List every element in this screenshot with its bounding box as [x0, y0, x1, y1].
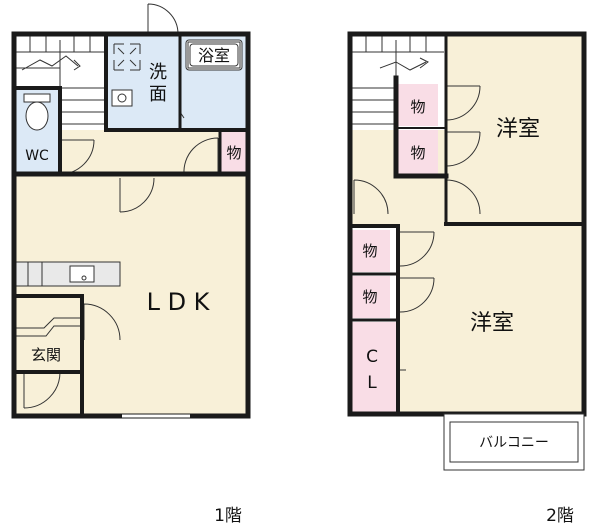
storage-2f-1-label: 物 [410, 98, 425, 116]
bathtub-icon [185, 39, 243, 71]
door-swings-1f [23, 3, 219, 409]
ldk-label: L D K [147, 288, 211, 316]
toilet-icon [23, 93, 51, 131]
storage-2f-4 [350, 276, 390, 318]
basin-icon [111, 89, 133, 107]
storage-2f-4-label: 物 [362, 288, 377, 306]
walls-1f [11, 31, 251, 419]
balcony [443, 413, 585, 471]
wash-label-line2: 面 [149, 84, 167, 105]
storage-1f-label: 物 [226, 144, 241, 162]
wash-label-line1: 洗 [149, 62, 167, 83]
storage-2f-2-label: 物 [410, 144, 425, 162]
western-room-top-label: 洋室 [496, 117, 540, 142]
western-room-bottom-label: 洋室 [470, 311, 514, 336]
storage-1f [220, 130, 248, 174]
bath-label-box [187, 41, 241, 69]
wc-label: WC [25, 148, 49, 164]
floor-2-plan: 洋室 洋室 物 物 物 物 C L バルコニー 2階 [347, 31, 587, 526]
storage-2f-3 [350, 230, 390, 272]
floor-1-plan: 洗 面 浴室 WC 物 L D K 玄関 1階 [11, 3, 251, 526]
closet-label-line2: L [367, 373, 377, 393]
western-room-bottom [398, 226, 584, 414]
windows-1f [122, 413, 190, 419]
western-room-top [446, 34, 584, 224]
balcony-label: バルコニー [479, 435, 549, 451]
bath-label: 浴室 [198, 46, 230, 65]
washer-icon [113, 43, 141, 71]
stairs-2f [350, 34, 444, 125]
storage-2f-2 [398, 130, 438, 174]
storage-2f-3-label: 物 [362, 242, 377, 260]
floor1-label: 1階 [214, 506, 242, 526]
kitchen-counter [13, 261, 121, 287]
floor2-label: 2階 [546, 506, 574, 526]
entrance-step [14, 317, 82, 337]
storage-2f-1 [398, 84, 438, 126]
hall-area [60, 130, 220, 174]
entrance-label: 玄関 [31, 346, 61, 364]
closet-label-line1: C [366, 347, 378, 367]
closet-2f [350, 322, 396, 414]
